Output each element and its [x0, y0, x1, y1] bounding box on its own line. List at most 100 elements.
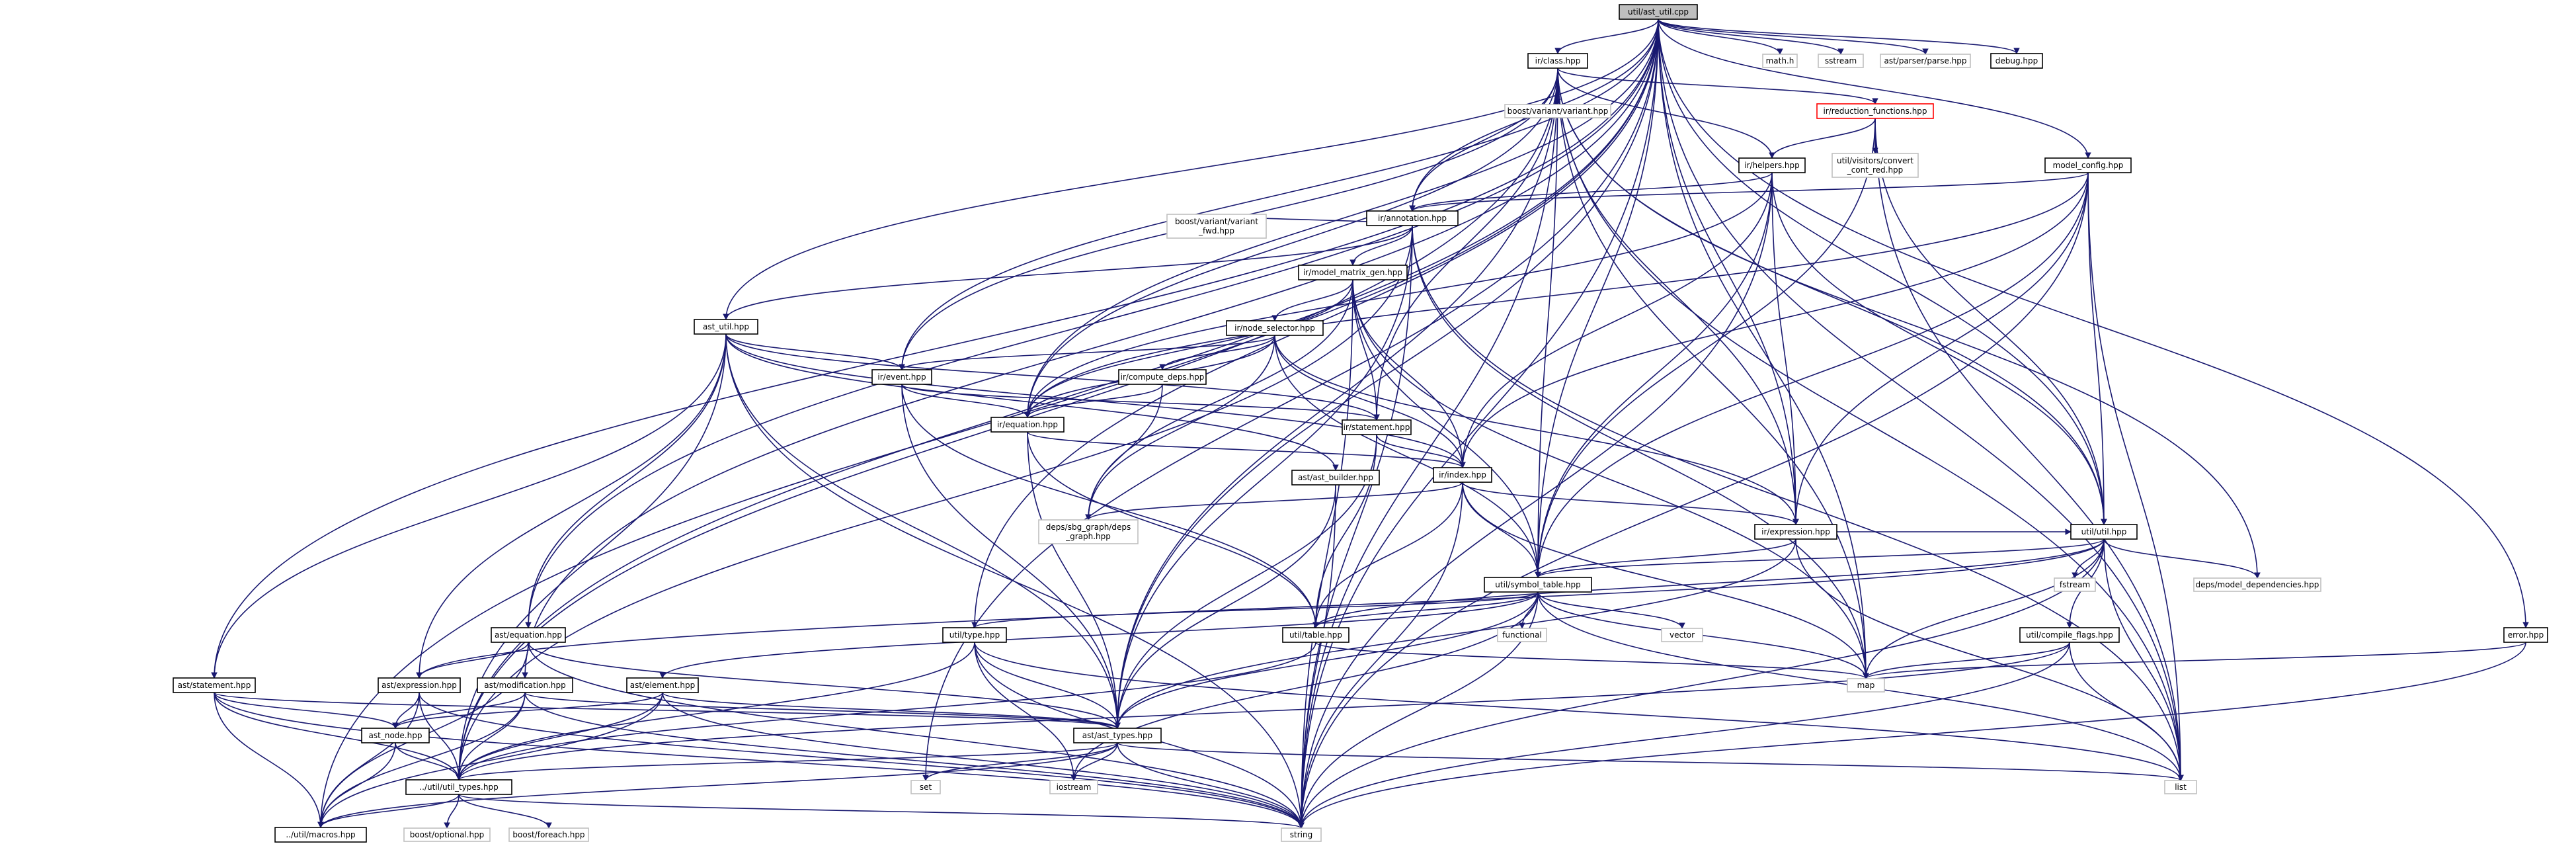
node-label-list: list	[2175, 782, 2187, 792]
edge-root-to-ir_event	[899, 19, 1659, 370]
node-label-ast-expression: ast/expression.hpp	[382, 681, 457, 690]
node-box-reduction	[1816, 103, 1934, 119]
node-label-deps-graph-1: _graph.hpp	[1065, 532, 1111, 541]
edge-ir_class-to-map	[1557, 67, 1869, 679]
edge-symbol_table-to-iostream	[1070, 591, 1539, 781]
edge-ir_class-to-helpers	[1557, 67, 1775, 159]
edge-ir_index-to-ir_expression	[1462, 482, 1799, 525]
edge-ir_class-to-model_deps	[1557, 67, 2261, 579]
node-label-visitors-1: _cont_red.hpp	[1847, 165, 1904, 175]
node-model-deps: deps/model_dependencies.hpp	[2193, 577, 2321, 592]
node-debug[interactable]: debug.hpp	[1990, 53, 2043, 69]
node-ast-util[interactable]: ast_util.hpp	[694, 319, 758, 335]
edge-util_util-to-map	[1863, 538, 2105, 679]
node-label-variant-fwd-0: boost/variant/variant	[1175, 217, 1258, 226]
edge-reduction-to-helpers	[1769, 118, 1876, 159]
edge-util_util-to-string	[1298, 538, 2105, 829]
node-box-ir-class	[1527, 53, 1588, 69]
node-model-config[interactable]: model_config.hpp	[2044, 157, 2132, 173]
node-compute-deps[interactable]: ir/compute_deps.hpp	[1118, 369, 1207, 385]
node-util-types[interactable]: ../util/util_types.hpp	[405, 779, 512, 795]
node-label-map: map	[1857, 681, 1875, 690]
node-symbol-table[interactable]: util/symbol_table.hpp	[1484, 577, 1592, 593]
node-node-selector[interactable]: ir/node_selector.hpp	[1226, 320, 1324, 336]
node-box-macros	[274, 827, 367, 843]
edge-mmg-to-string	[1298, 279, 1353, 829]
edge-ir_index-to-map	[1462, 482, 1869, 679]
node-label-ir-expression: ir/expression.hpp	[1761, 527, 1830, 536]
node-box-ast-builder	[1291, 470, 1380, 485]
node-ast-equation[interactable]: ast/equation.hpp	[491, 627, 566, 643]
edge-model_config-to-ir_index	[1459, 172, 2089, 468]
edge-util_types-to-string	[458, 794, 1305, 829]
node-box-model-deps	[2193, 577, 2321, 592]
node-box-ir-expression	[1754, 524, 1837, 540]
edge-root-to-ast_statement	[211, 19, 1659, 679]
node-label-ast-equation: ast/equation.hpp	[495, 630, 562, 640]
edge-model_config-to-symbol_table	[1535, 172, 2089, 578]
edge-reduction-to-symbol_table	[1535, 118, 1876, 578]
node-box-deps-graph	[1038, 519, 1139, 544]
edge-reduction-to-list	[1874, 118, 2184, 781]
edge-ast_element-to-string	[662, 692, 1305, 829]
node-label-functional: functional	[1502, 630, 1542, 640]
node-util-util[interactable]: util/util.hpp	[2070, 524, 2138, 540]
node-mmg[interactable]: ir/model_matrix_gen.hpp	[1298, 265, 1408, 280]
node-ast-statement[interactable]: ast/statement.hpp	[173, 677, 256, 693]
node-box-parse	[1880, 54, 1971, 68]
edge-layer	[211, 19, 2529, 829]
edge-root-to-debug	[1658, 19, 2020, 54]
node-ast-expression[interactable]: ast/expression.hpp	[378, 677, 461, 693]
edge-ast_statement-to-util_types	[214, 692, 462, 781]
node-ir-statement[interactable]: ir/statement.hpp	[1342, 419, 1412, 435]
node-compile-flags[interactable]: util/compile_flags.hpp	[2019, 627, 2120, 643]
edge-ast_modification-to-string	[524, 692, 1305, 829]
node-root[interactable]: util/ast_util.cpp	[1619, 4, 1698, 20]
edge-ast_util-to-ast_types	[725, 333, 1121, 729]
node-label-macros: ../util/macros.hpp	[286, 830, 355, 839]
edge-root-to-ast_types	[1114, 19, 1659, 729]
edge-error-to-string	[1298, 642, 2526, 829]
node-error[interactable]: error.hpp	[2503, 627, 2548, 643]
edge-ast_statement-to-string	[214, 692, 1305, 829]
edge-node_selector-to-ir_event	[899, 335, 1275, 370]
edge-ast_statement-to-ast_node	[214, 692, 399, 729]
node-label-reduction: ir/reduction_functions.hpp	[1823, 106, 1927, 116]
node-box-error	[2503, 627, 2548, 643]
node-label-vector: vector	[1670, 630, 1695, 640]
edge-model_config-to-string	[1298, 172, 2089, 829]
node-ir-event[interactable]: ir/event.hpp	[871, 369, 932, 385]
edge-model_config-to-ir_expression	[1792, 172, 2089, 525]
node-box-string	[1281, 827, 1322, 842]
edge-root-to-parse	[1658, 19, 1929, 55]
node-macros[interactable]: ../util/macros.hpp	[274, 827, 367, 843]
node-helpers[interactable]: ir/helpers.hpp	[1738, 157, 1806, 173]
node-ast-element[interactable]: ast/element.hpp	[626, 677, 699, 693]
edge-ast_util-to-ast_statement	[211, 333, 727, 679]
node-ast-modification[interactable]: ast/modification.hpp	[477, 677, 573, 693]
edge-ast_types-to-string	[1117, 742, 1305, 829]
node-iostream: iostream	[1049, 780, 1098, 794]
node-util-type[interactable]: util/type.hpp	[942, 627, 1007, 643]
node-util-table[interactable]: util/table.hpp	[1282, 627, 1349, 643]
node-ir-class[interactable]: ir/class.hpp	[1527, 53, 1588, 69]
edge-util_util-to-ast_expression	[416, 538, 2105, 679]
node-box-root	[1619, 4, 1698, 20]
node-ast-node[interactable]: ast_node.hpp	[361, 728, 430, 743]
node-ir-index[interactable]: ir/index.hpp	[1433, 467, 1492, 483]
edge-model_config-to-annotation	[1409, 172, 2089, 212]
node-ast-types[interactable]: ast/ast_types.hpp	[1073, 728, 1162, 743]
node-box-iostream	[1049, 780, 1098, 794]
node-optional: boost/optional.hpp	[403, 827, 491, 842]
edge-ast_element-to-macros	[317, 692, 663, 828]
node-label-ir-statement: ir/statement.hpp	[1344, 423, 1410, 432]
node-annotation[interactable]: ir/annotation.hpp	[1366, 210, 1459, 226]
node-box-ast-modification	[477, 677, 573, 693]
node-ast-builder[interactable]: ast/ast_builder.hpp	[1291, 470, 1380, 485]
node-ir-equation[interactable]: ir/equation.hpp	[990, 417, 1065, 433]
node-reduction[interactable]: ir/reduction_functions.hpp	[1816, 103, 1934, 119]
edge-ir_class-to-ir_statement	[1373, 67, 1558, 421]
node-ir-expression[interactable]: ir/expression.hpp	[1754, 524, 1837, 540]
node-box-variant-fwd	[1166, 214, 1267, 239]
